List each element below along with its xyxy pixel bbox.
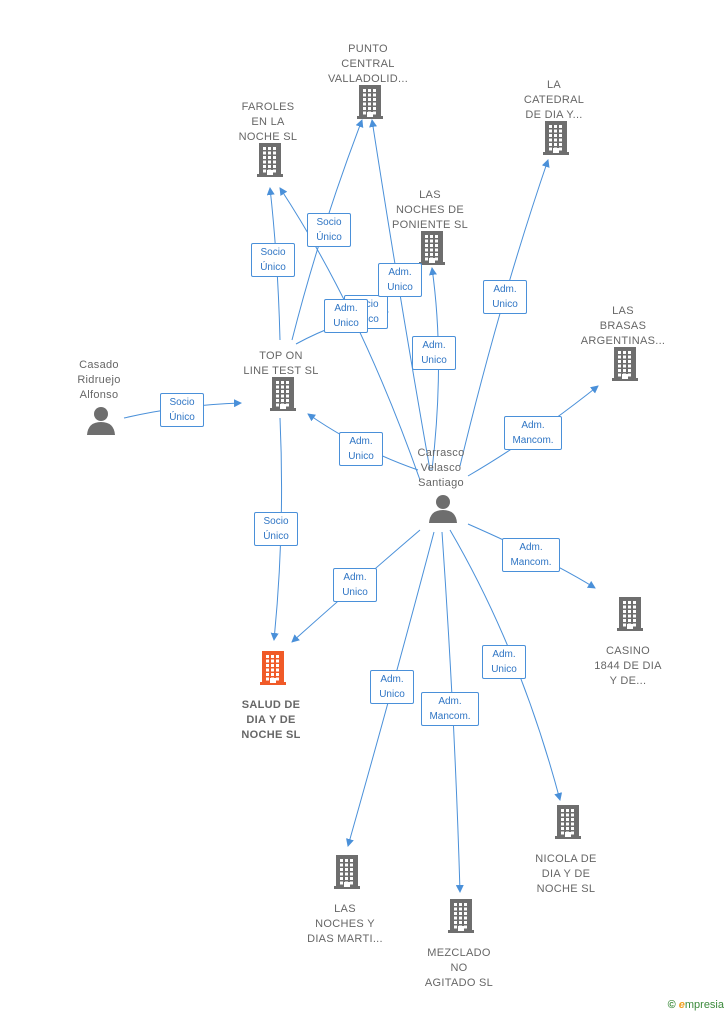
copyright-icon: ©	[667, 999, 676, 1011]
building-icon[interactable]	[270, 377, 296, 416]
edge-label-carrasco-poniente: Adm. Unico	[412, 336, 456, 370]
node-label-nicola[interactable]: NICOLA DE DIA Y DE NOCHE SL	[535, 853, 597, 895]
brand-footer: © empresia	[668, 999, 724, 1011]
edge-label-carrasco-martin: Adm. Unico	[370, 670, 414, 704]
building-icon[interactable]	[555, 805, 581, 844]
node-label-catedral[interactable]: LA CATEDRAL DE DIA Y...	[523, 79, 585, 121]
node-label-martin[interactable]: LAS NOCHES Y DIAS MARTI...	[307, 903, 383, 945]
edge-label-carrasco-nicola: Adm. Unico	[482, 645, 526, 679]
building-icon[interactable]	[334, 855, 360, 894]
edge-label-topon-punto: Socio Único	[307, 213, 351, 247]
edge-carrasco-punto	[369, 119, 431, 471]
node-label-brasas[interactable]: LAS BRASAS ARGENTINAS...	[580, 305, 666, 347]
building-icon[interactable]	[448, 899, 474, 938]
node-label-salud[interactable]: SALUD DE DIA Y DE NOCHE SL	[241, 699, 301, 741]
edge-label-topon-salud: Socio Único	[254, 512, 298, 546]
edge-label-carrasco-topon: Adm. Unico	[339, 432, 383, 466]
brand-name: mpresia	[684, 999, 724, 1011]
edge-label-carrasco-mezclado: Adm. Mancom.	[421, 692, 479, 726]
edge-label-casado-topon: Socio Único	[160, 393, 204, 427]
building-icon[interactable]	[617, 597, 643, 636]
node-label-mezclado[interactable]: MEZCLADO NO AGITADO SL	[424, 947, 494, 989]
edge-label-carrasco-faroles: Adm. Unico	[324, 299, 368, 333]
node-label-faroles[interactable]: FAROLES EN LA NOCHE SL	[238, 101, 298, 143]
brand-initial: e	[678, 999, 685, 1011]
node-label-topon[interactable]: TOP ON LINE TEST SL	[243, 350, 319, 377]
building-icon[interactable]	[357, 85, 383, 124]
edge-label-carrasco-salud: Adm. Unico	[333, 568, 377, 602]
edge-label-carrasco-casino: Adm. Mancom.	[502, 538, 560, 572]
edge-label-carrasco-punto: Adm. Unico	[378, 263, 422, 297]
building-icon[interactable]	[260, 651, 286, 690]
building-icon[interactable]	[612, 347, 638, 386]
node-label-carrasco[interactable]: Carrasco Velasco Santiago	[417, 447, 465, 489]
building-icon[interactable]	[257, 143, 283, 182]
node-label-punto[interactable]: PUNTO CENTRAL VALLADOLID...	[327, 43, 409, 85]
node-label-casado[interactable]: Casado Ridruejo Alfonso	[77, 359, 121, 401]
person-icon[interactable]	[86, 405, 116, 440]
building-icon[interactable]	[419, 231, 445, 270]
node-label-casino[interactable]: CASINO 1844 DE DIA Y DE...	[594, 645, 662, 687]
edge-label-topon-faroles: Socio Único	[251, 243, 295, 277]
node-label-poniente[interactable]: LAS NOCHES DE PONIENTE SL	[391, 189, 469, 231]
edge-label-carrasco-catedral: Adm. Unico	[483, 280, 527, 314]
building-icon[interactable]	[543, 121, 569, 160]
person-icon[interactable]	[428, 493, 458, 528]
edge-label-carrasco-brasas: Adm. Mancom.	[504, 416, 562, 450]
